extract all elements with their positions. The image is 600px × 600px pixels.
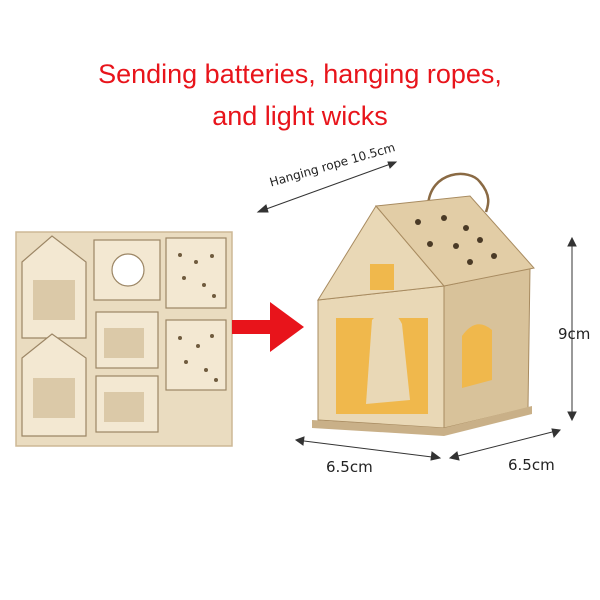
- hanging-rope: [426, 172, 490, 213]
- flat-panel-sheet: [15, 231, 233, 447]
- arrow-right-icon: [232, 302, 304, 352]
- side-width-label: 6.5cm: [508, 456, 555, 474]
- headline-line-1: Sending batteries, hanging ropes,: [98, 59, 502, 89]
- height-label: 9cm: [558, 325, 591, 343]
- front-width-label: 6.5cm: [326, 458, 373, 476]
- headline-line-2: and light wicks: [212, 101, 388, 131]
- wooden-house: [312, 195, 535, 436]
- dimension-lines: [256, 161, 577, 461]
